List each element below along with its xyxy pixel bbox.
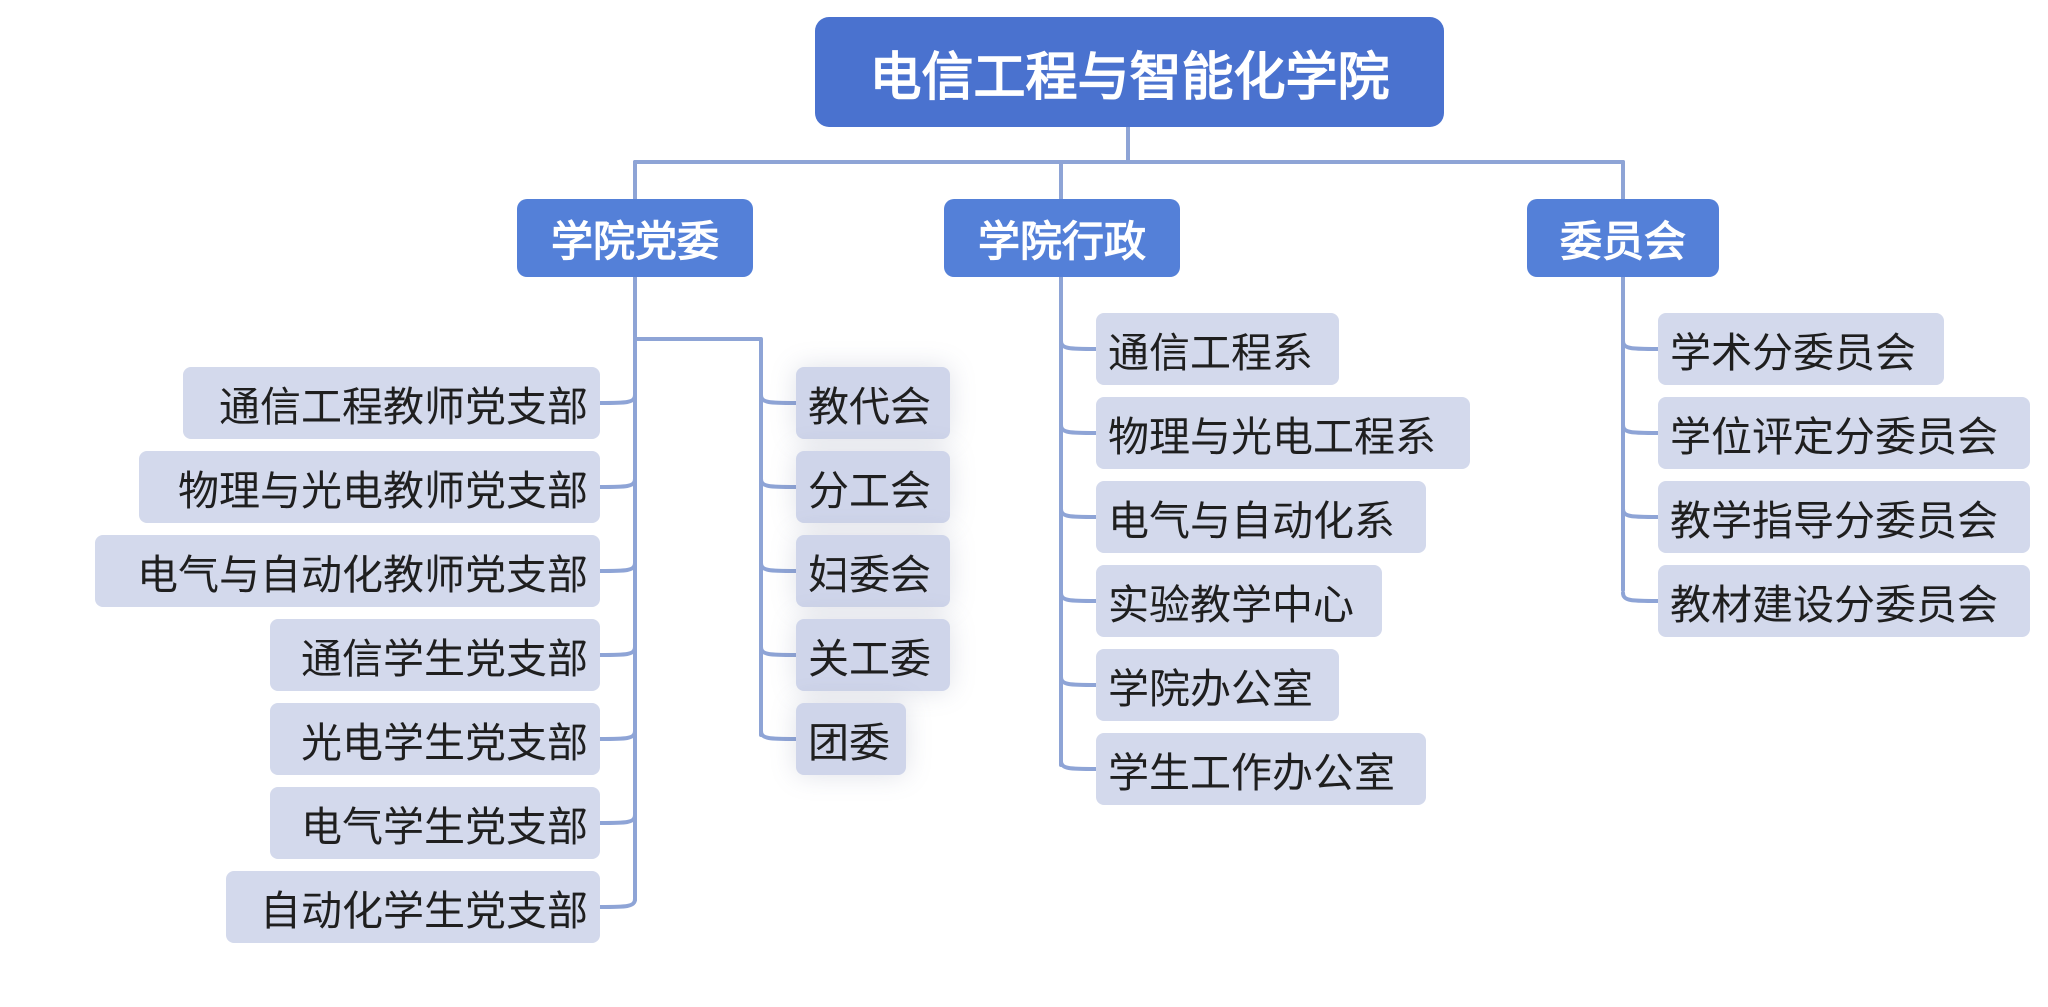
party-branch-node: 通信学生党支部 [270,619,600,691]
admin-department-node: 电气与自动化系 [1096,481,1426,553]
admin-department-node: 学院办公室 [1096,649,1339,721]
root-node: 电信工程与智能化学院 [815,17,1444,127]
committee-branch-connector [1621,423,1660,435]
admin-branch-connector [1059,675,1098,687]
mass-org-connector [633,337,763,737]
committee-member-node: 学术分委员会 [1658,313,1944,385]
mass-org-branch-connector [759,561,798,573]
party-branch-node: 电气学生党支部 [270,787,600,859]
mass-org-node: 教代会 [796,367,950,439]
party-branch-node: 光电学生党支部 [270,703,600,775]
branch-connector [598,813,637,825]
party-branch-node: 自动化学生党支部 [226,871,600,943]
mass-org-branch-connector [759,729,798,741]
branch-connector [598,729,637,741]
admin-branch-connector [1059,591,1098,603]
party-branch-node: 物理与光电教师党支部 [139,451,600,523]
admin-department-node: 实验教学中心 [1096,565,1382,637]
committee-member-node: 教学指导分委员会 [1658,481,2030,553]
branch-connector [598,897,637,909]
admin-branch-connector [1059,423,1098,435]
mass-org-branch-connector [759,393,798,405]
branch-connector [598,561,637,573]
party-branch-node: 通信工程教师党支部 [183,367,600,439]
mass-org-node: 团委 [796,703,906,775]
admin-department-node: 物理与光电工程系 [1096,397,1470,469]
admin-branch-connector [1059,507,1098,519]
mass-org-node: 关工委 [796,619,950,691]
committee-branch-connector [1621,507,1660,519]
committee-member-node: 教材建设分委员会 [1658,565,2030,637]
branch-connector [598,393,637,405]
admin-department-node: 通信工程系 [1096,313,1339,385]
admin-branch-connector [1059,339,1098,351]
committee-branch-connector [1621,339,1660,351]
mass-org-branch-connector [759,477,798,489]
branch-connector [598,645,637,657]
committee-member-node: 学位评定分委员会 [1658,397,2030,469]
party-committee-node: 学院党委 [517,199,753,277]
admin-branch-connector [1059,759,1098,771]
committee-branch-connector [1621,591,1660,603]
committee-node: 委员会 [1527,199,1719,277]
admin-department-node: 学生工作办公室 [1096,733,1426,805]
administration-node: 学院行政 [944,199,1180,277]
mass-org-branch-connector [759,645,798,657]
party-branch-node: 电气与自动化教师党支部 [95,535,600,607]
branch-connector [598,477,637,489]
mass-org-node: 妇委会 [796,535,950,607]
mass-org-node: 分工会 [796,451,950,523]
